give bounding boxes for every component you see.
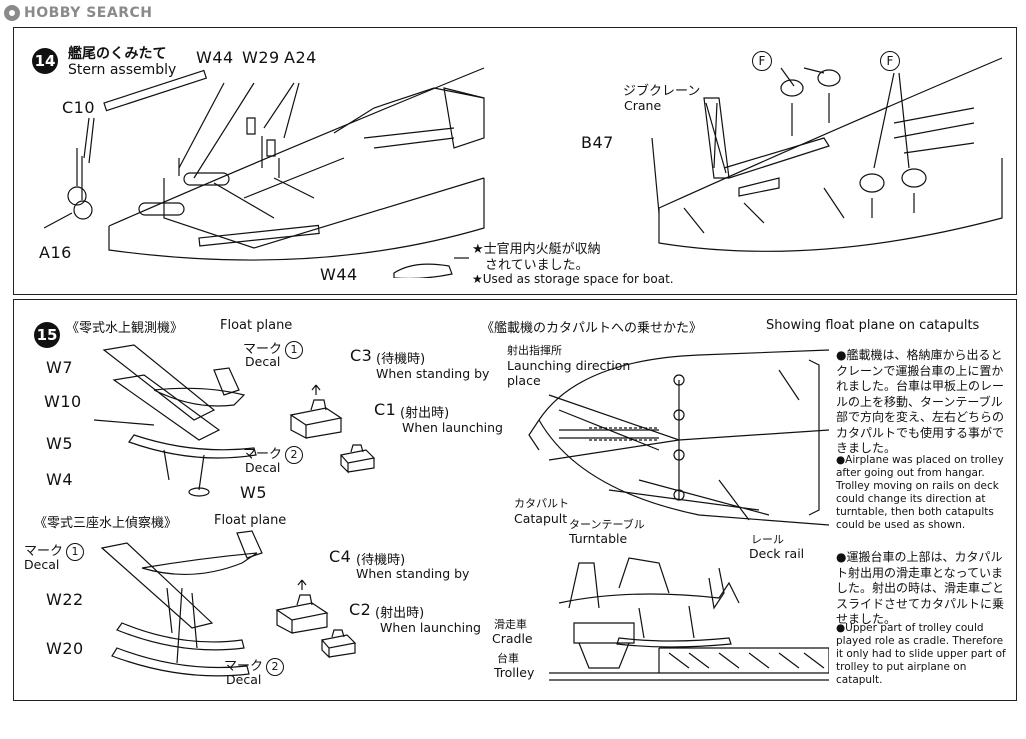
plane2-title-en: Float plane: [214, 513, 287, 528]
decal-1b-label-en: Decal: [24, 557, 60, 572]
part-c3: C3: [350, 346, 373, 365]
part-w10: W10: [44, 392, 82, 411]
part-a16: A16: [39, 243, 72, 262]
catapult-title-en: Showing float plane on catapults: [766, 318, 980, 333]
part-w29: W29: [242, 48, 280, 67]
catapult-deck-drawing: [528, 349, 829, 526]
cradle-side-drawing: [549, 557, 829, 681]
c1-launching-jp: (射出時): [400, 406, 450, 421]
part-w4: W4: [46, 470, 73, 489]
rail-label-jp: レール: [751, 533, 784, 546]
part-a24: A24: [284, 48, 317, 67]
explanation-2-jp: ●運搬台車の上部は、カタパルト射出用の滑走車となっていました。射出の時は、滑走車…: [836, 550, 1005, 626]
float-plane-1-drawing: [93, 344, 257, 497]
cradle-parts-1-drawing: [289, 384, 376, 474]
part-c4: C4: [329, 547, 352, 566]
storage-note-en: ★Used as storage space for boat.: [472, 272, 674, 286]
stern-crane-drawing: [651, 57, 1003, 252]
cradle-label-jp: 滑走車: [494, 618, 527, 631]
storage-note-jp-1: ★士官用内火艇が収納: [472, 242, 601, 257]
trolley-label-jp: 台車: [497, 652, 519, 665]
catapult-label-en: Catapult: [514, 511, 568, 526]
decal-2b-marker: 2: [266, 658, 285, 676]
part-w20: W20: [46, 639, 84, 658]
trolley-label-en: Trolley: [494, 665, 535, 680]
decal-1-label-en: Decal: [245, 354, 281, 369]
part-b47: B47: [581, 133, 614, 152]
c2-launching-en: When launching: [380, 620, 481, 635]
stern-hull-drawing: [43, 67, 485, 278]
decal-1-marker: 1: [285, 341, 304, 359]
plane2-title-jp: 《零式三座水上偵察機》: [34, 516, 178, 531]
float-plane-2-drawing: [100, 530, 263, 677]
part-w44-top: W44: [196, 48, 234, 67]
explanation-2-en: ●Upper part of trolley could played role…: [836, 622, 1006, 686]
catapult-label-jp: カタパルト: [514, 497, 569, 510]
c3-standing-en: When standing by: [376, 366, 490, 381]
step-15-badge: 15: [34, 322, 60, 348]
part-w44-bottom: W44: [320, 265, 358, 284]
decal-2-label-en: Decal: [245, 460, 281, 475]
c4-standing-jp: (待機時): [356, 553, 406, 568]
step-14-title-jp: 艦尾のくみたて: [68, 46, 167, 62]
launch-direction-jp: 射出指揮所: [507, 344, 562, 357]
step-14-panel: 14 艦尾のくみたて Stern assembly W44 W29 A24 C1…: [13, 27, 1017, 295]
explanation-1-jp: ●艦載機は、格納庫から出るとクレーンで運搬台車の上に置かれました。台車は甲板上の…: [836, 348, 1005, 455]
hobby-search-logo: HOBBY SEARCH: [4, 4, 152, 22]
launch-direction-en-2: place: [507, 373, 541, 388]
part-w22: W22: [46, 590, 84, 609]
decal-2-marker: 2: [285, 446, 304, 464]
crane-label-jp: ジブクレーン: [623, 84, 701, 99]
part-c1: C1: [374, 400, 397, 419]
plane1-title-jp: 《零式水上観測機》: [66, 321, 184, 336]
catapult-title-jp: 《艦載機のカタパルトへの乗せかた》: [481, 321, 703, 336]
part-w7: W7: [46, 358, 73, 377]
turntable-label-en: Turntable: [569, 531, 628, 546]
cradle-label-en: Cradle: [492, 631, 533, 646]
part-c10: C10: [62, 98, 96, 117]
logo-icon: [4, 5, 20, 21]
c2-launching-jp: (射出時): [375, 606, 425, 621]
storage-note-jp-2: されていました。: [485, 258, 589, 273]
part-f-left: F: [752, 51, 772, 71]
part-c2: C2: [349, 600, 372, 619]
c4-standing-en: When standing by: [356, 566, 470, 581]
logo-text: HOBBY SEARCH: [24, 5, 153, 21]
c1-launching-en: When launching: [402, 420, 503, 435]
step-14-title-en: Stern assembly: [68, 62, 177, 78]
cradle-parts-2-drawing: [275, 579, 357, 659]
part-f-right: F: [880, 51, 900, 71]
part-w5-a: W5: [46, 434, 73, 453]
turntable-label-jp: ターンテーブル: [569, 518, 645, 531]
crane-label-en: Crane: [624, 98, 662, 113]
explanation-1-en: ●Airplane was placed on trolley after go…: [836, 454, 1004, 531]
decal-1b-marker: 1: [66, 543, 85, 561]
step-14-badge: 14: [32, 48, 58, 74]
plane1-title-en: Float plane: [220, 318, 293, 333]
rail-label-en: Deck rail: [749, 546, 805, 561]
part-w5-b: W5: [240, 483, 267, 502]
c3-standing-jp: (待機時): [376, 352, 426, 367]
launch-direction-en-1: Launching direction: [507, 358, 631, 373]
